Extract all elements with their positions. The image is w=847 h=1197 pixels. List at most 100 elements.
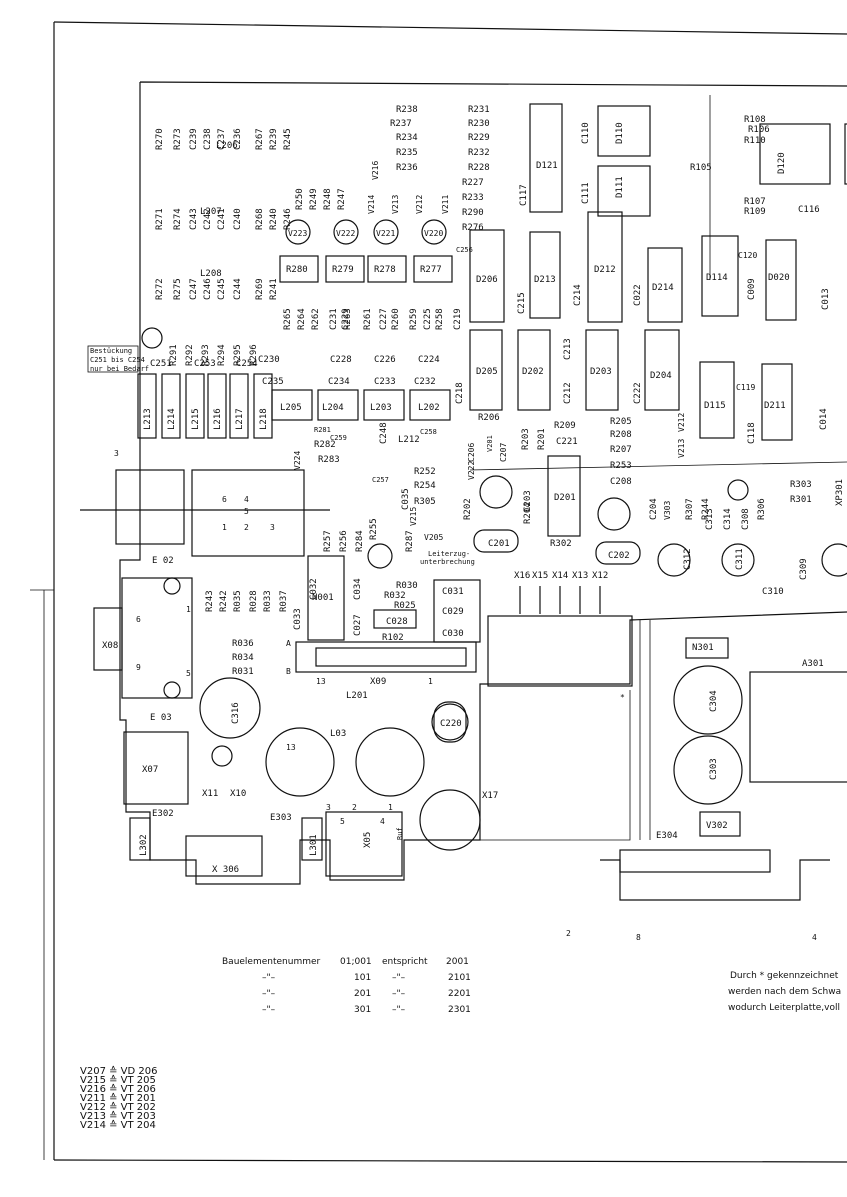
component-label: C224 [418,355,440,365]
footnote: Durch * gekennzeichnet werden nach dem S… [728,971,841,1013]
component-label: C257 [372,476,389,484]
component-label: R253 [610,461,632,471]
component-label: A [286,639,291,648]
component-label: R263 [343,308,353,330]
component-label: D213 [534,275,556,285]
component-label: C028 [386,617,408,627]
component-label: C032 [309,578,319,600]
component-label: A301 [802,659,824,669]
component-label: R033 [263,590,273,612]
component-label: R035 [233,590,243,612]
component-label: L214 [167,408,177,430]
component-shapes [80,103,847,877]
component-label: V214 [367,195,376,214]
table-cell: 2201 [448,989,471,999]
component-label: C254 [236,359,258,369]
component-label: R265 [283,308,293,330]
table-cell: –"– [392,973,406,983]
component-label: D206 [476,275,498,285]
component-label: L03 [330,729,346,739]
table-cell: 2301 [448,1005,471,1015]
mapping-line: V216 ≙ VT 206 [80,1083,156,1095]
pcb-outline [119,81,847,901]
component-label: L203 [370,403,392,413]
component-label: R037 [279,590,289,612]
component-label: R305 [414,497,436,507]
component-label: R259 [409,308,419,330]
component-label: 6 [136,615,141,624]
component-label: R231 [468,105,490,115]
component-label: L212 [398,435,420,445]
component-label: 5 [186,669,191,678]
component-label: C214 [573,284,583,306]
trace-interrupt-note: Leiterzug- unterbrechung [420,550,475,566]
component-label: R290 [462,208,484,218]
component-label: R206 [478,413,500,423]
component-label: 6 [222,495,227,504]
component-label: C237 [217,128,227,150]
table-cell: –"– [262,989,276,999]
component-label: Ruf [396,827,404,840]
component-label: R276 [462,223,484,233]
component-label: L206 [216,141,238,151]
component-label: X16 [514,571,530,581]
component-label: C030 [442,629,464,639]
component-label: R028 [249,590,259,612]
component-label: R275 [173,278,183,300]
component-label: N301 [692,643,714,653]
component-label: R201 [537,428,547,450]
component-label: C034 [353,578,363,600]
component-label: 3 [270,523,275,532]
component-label: 13 [316,677,326,686]
component-label: R283 [318,455,340,465]
component-label: C014 [819,408,829,430]
component-label: R235 [396,148,418,158]
component-label: R301 [790,495,812,505]
table-cell: 201 [354,989,371,999]
component-label: 3 [326,803,331,812]
table-cell: –"– [262,1005,276,1015]
component-label: R294 [217,344,227,366]
note-line-3: nur bei Bedarf [90,365,149,373]
component-label: X07 [142,765,158,775]
component-label: X12 [592,571,608,581]
component-label: L201 [346,691,368,701]
component-label: C201 [488,539,510,549]
component-label: L205 [280,403,302,413]
component-label: L215 [191,408,201,430]
component-label: R203 [521,428,531,450]
component-label: R207 [610,445,632,455]
component-label: 5 [244,507,249,516]
component-label: D120 [777,152,787,174]
component-label: C309 [799,558,809,580]
component-label: R261 [363,308,373,330]
component-label: C027 [353,614,363,636]
component-label: R245 [283,128,293,150]
component-label: C110 [581,122,591,144]
component-label: D121 [536,161,558,171]
table-cell: –"– [392,1005,406,1015]
component-label: D205 [476,367,498,377]
component-label: R247 [337,188,347,210]
frame-lines [30,21,847,1163]
component-label: C316 [231,702,241,724]
component-label: R237 [390,119,412,129]
component-label: R307 [685,498,695,520]
component-label: C244 [233,278,243,300]
component-label: R303 [790,480,812,490]
component-label: C314 [723,508,733,530]
component-label: C243 [189,208,199,230]
component-label: V223 [288,229,307,238]
component-label: E303 [270,813,292,823]
component-label: C013 [821,288,831,310]
component-label: R296 [249,344,259,366]
component-label: L208 [200,269,222,279]
component-label: R109 [744,207,766,217]
component-label: R264 [297,308,307,330]
component-label: 1 [186,605,191,614]
component-label: V213 [677,439,686,458]
component-labels: R238R237R234R235R236R231R230R229R232R228… [102,105,845,942]
component-label: 4 [244,495,249,504]
table-cell: –"– [262,973,276,983]
